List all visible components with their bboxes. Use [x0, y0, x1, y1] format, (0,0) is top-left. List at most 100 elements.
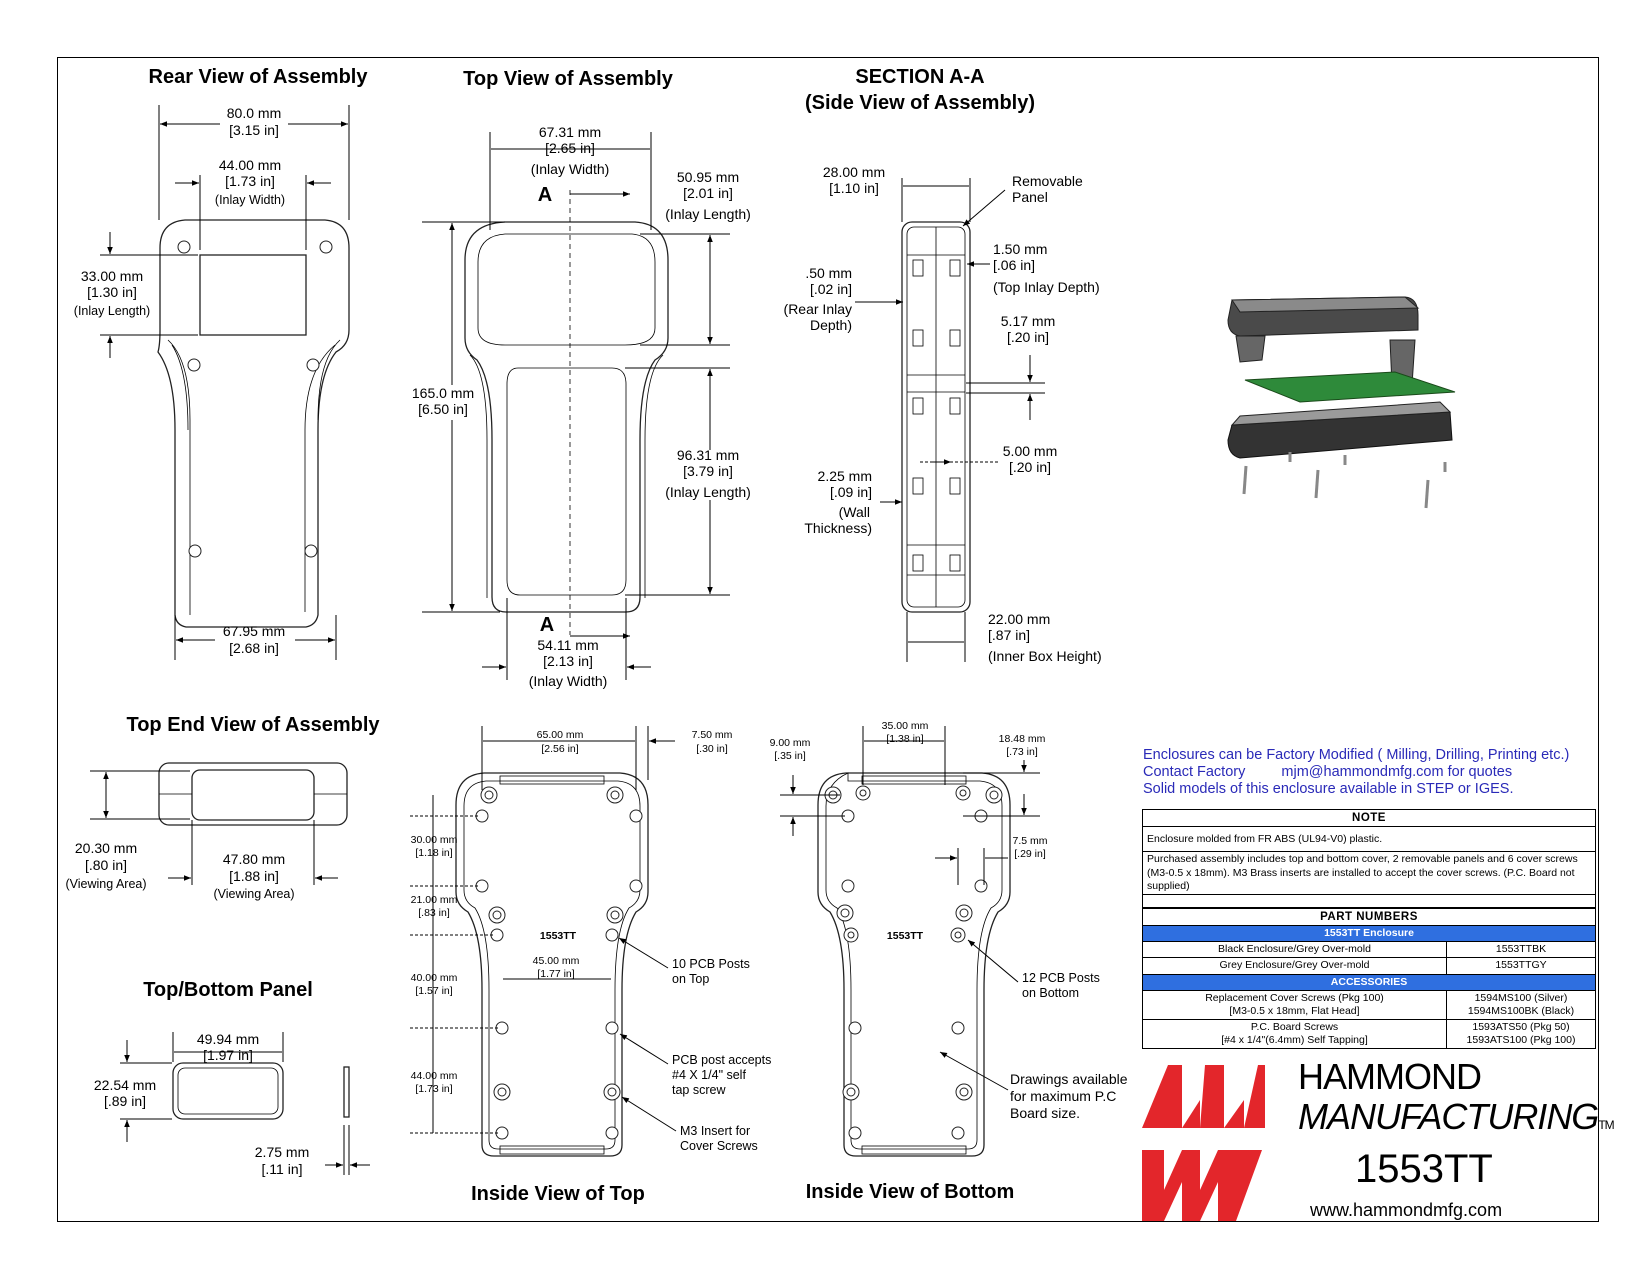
svg-text:[2.56 in]: [2.56 in]: [541, 743, 578, 755]
svg-text:(Inlay Width): (Inlay Width): [531, 161, 610, 177]
svg-text:[1.97 in]: [1.97 in]: [203, 1047, 253, 1063]
svg-text:[.09 in]: [.09 in]: [830, 484, 872, 500]
svg-text:[.29 in]: [.29 in]: [1014, 848, 1046, 860]
svg-text:(Inlay Width): (Inlay Width): [215, 193, 285, 207]
contact-email-link[interactable]: mjm@hammondmfg.com for quotes: [1281, 764, 1513, 780]
svg-text:[.20 in]: [.20 in]: [1009, 459, 1051, 475]
svg-text:18.48 mm: 18.48 mm: [999, 733, 1046, 745]
top-view: A A 67.31 mm [2.65 in] (Inlay Width) 165…: [412, 124, 751, 689]
svg-text:9.00 mm: 9.00 mm: [770, 737, 811, 749]
svg-text:Depth): Depth): [810, 317, 852, 333]
svg-text:[1.57 in]: [1.57 in]: [415, 985, 452, 997]
info-contact: Contact Factory mjm@hammondmfg.com for q…: [1143, 764, 1512, 780]
title-inside-top: Inside View of Top: [471, 1183, 645, 1205]
svg-text:[2.01 in]: [2.01 in]: [683, 185, 733, 201]
svg-text:[.35 in]: [.35 in]: [774, 750, 806, 762]
svg-text:[2.65 in]: [2.65 in]: [545, 140, 595, 156]
svg-text:[.83 in]: [.83 in]: [418, 907, 450, 919]
title-top-view: Top View of Assembly: [463, 68, 674, 90]
svg-text:[.11 in]: [.11 in]: [262, 1161, 303, 1177]
hammond-logo: [1142, 1065, 1265, 1221]
title-inside-bottom: Inside View of Bottom: [806, 1181, 1015, 1203]
svg-text:28.00 mm: 28.00 mm: [823, 164, 885, 180]
svg-text:33.00 mm: 33.00 mm: [81, 268, 143, 284]
svg-text:[1.73 in]: [1.73 in]: [225, 173, 275, 189]
svg-text:7.5 mm: 7.5 mm: [1012, 835, 1047, 847]
website-link[interactable]: www.hammondmfg.com: [1310, 1200, 1503, 1220]
svg-text:21.00 mm: 21.00 mm: [411, 894, 458, 906]
title-top-end-view: Top End View of Assembly: [126, 714, 380, 736]
svg-text:(Wall: (Wall: [839, 504, 870, 520]
svg-text:on Top: on Top: [672, 972, 709, 986]
svg-text:67.31 mm: 67.31 mm: [539, 124, 601, 140]
svg-text:[2.68 in]: [2.68 in]: [229, 640, 279, 656]
note-table: NOTE Enclosure molded from FR ABS (UL94-…: [1142, 808, 1596, 908]
svg-text:44.00 mm: 44.00 mm: [411, 1070, 458, 1082]
panel-view: 49.94 mm [1.97 in] 22.54 mm [.89 in] 2.7…: [94, 1031, 370, 1177]
title-panel: Top/Bottom Panel: [143, 979, 313, 1001]
svg-text:#4 X 1/4" self: #4 X 1/4" self: [672, 1068, 746, 1082]
model-number: 1553TT: [1355, 1147, 1493, 1191]
svg-text:[3.79 in]: [3.79 in]: [683, 463, 733, 479]
svg-text:(Viewing Area): (Viewing Area): [65, 877, 146, 891]
parts-table: PART NUMBERS 1553TT Enclosure Black Encl…: [1142, 907, 1596, 1050]
svg-text:44.00 mm: 44.00 mm: [219, 157, 281, 173]
title-rear-view: Rear View of Assembly: [149, 66, 369, 88]
svg-text:1553TT: 1553TT: [887, 930, 924, 942]
svg-text:(Inlay Width): (Inlay Width): [529, 673, 608, 689]
inside-top-view: 1553TT 65.00 mm [2.56 in] 7.50 mm [.30 i…: [410, 726, 771, 1157]
svg-text:[.30 in]: [.30 in]: [696, 743, 728, 755]
table-row: Grey Enclosure/Grey Over-mold 1553TTGY: [1142, 957, 1596, 975]
note-header: NOTE: [1142, 808, 1596, 828]
svg-text:[.89 in]: [.89 in]: [104, 1093, 146, 1109]
svg-text:[3.15 in]: [3.15 in]: [229, 122, 279, 138]
svg-text:Thickness): Thickness): [804, 520, 872, 536]
svg-text:(Inlay Length): (Inlay Length): [665, 206, 751, 222]
svg-text:30.00 mm: 30.00 mm: [411, 834, 458, 846]
top-end-view: 20.30 mm [.80 in] (Viewing Area) 47.80 m…: [65, 762, 348, 901]
svg-text:Cover Screws: Cover Screws: [680, 1139, 758, 1153]
svg-text:Drawings available: Drawings available: [1010, 1071, 1128, 1087]
svg-text:PCB post accepts: PCB post accepts: [672, 1053, 771, 1067]
svg-text:.50 mm: .50 mm: [805, 265, 852, 281]
svg-text:49.94 mm: 49.94 mm: [197, 1031, 259, 1047]
svg-text:45.00 mm: 45.00 mm: [533, 955, 580, 967]
svg-text:Panel: Panel: [1012, 189, 1048, 205]
svg-text:Removable: Removable: [1012, 173, 1083, 189]
parts-header: PART NUMBERS: [1142, 907, 1596, 927]
section-view: 28.00 mm [1.10 in] Removable Panel 1.50 …: [784, 164, 1102, 664]
svg-text:[.87 in]: [.87 in]: [988, 627, 1030, 643]
svg-text:[.06 in]: [.06 in]: [993, 257, 1035, 273]
info-models: Solid models of this enclosure available…: [1143, 781, 1514, 797]
svg-text:[.80 in]: [.80 in]: [85, 857, 127, 873]
svg-text:(Rear Inlay: (Rear Inlay: [784, 301, 852, 317]
svg-text:54.11 mm: 54.11 mm: [537, 637, 598, 653]
note-row-contents: Purchased assembly includes top and bott…: [1142, 851, 1596, 895]
svg-text:2.75 mm: 2.75 mm: [255, 1144, 309, 1160]
svg-text:(Inlay Length): (Inlay Length): [74, 304, 150, 318]
table-row: P.C. Board Screws[#4 x 1/4"(6.4mm) Self …: [1142, 1018, 1596, 1050]
svg-text:2.25 mm: 2.25 mm: [818, 468, 872, 484]
svg-text:1553TT: 1553TT: [540, 930, 577, 942]
svg-text:65.00 mm: 65.00 mm: [537, 729, 584, 741]
svg-text:7.50 mm: 7.50 mm: [692, 729, 733, 741]
svg-text:(Inlay Length): (Inlay Length): [665, 484, 751, 500]
svg-text:20.30 mm: 20.30 mm: [75, 840, 137, 856]
subtitle-section: (Side View of Assembly): [805, 92, 1035, 114]
svg-text:1.50 mm: 1.50 mm: [993, 241, 1047, 257]
exploded-assembly-illustration: [1227, 296, 1456, 509]
svg-text:5.00 mm: 5.00 mm: [1003, 443, 1057, 459]
svg-text:on Bottom: on Bottom: [1022, 986, 1079, 1000]
svg-text:(Viewing Area): (Viewing Area): [213, 887, 294, 901]
svg-text:Board size.: Board size.: [1010, 1105, 1080, 1121]
svg-text:[1.77 in]: [1.77 in]: [537, 968, 574, 980]
svg-text:[.73 in]: [.73 in]: [1006, 746, 1038, 758]
rear-view: 80.0 mm [3.15 in] 44.00 mm [1.73 in] (In…: [74, 105, 350, 660]
svg-text:96.31 mm: 96.31 mm: [677, 447, 739, 463]
svg-text:[.20 in]: [.20 in]: [1007, 329, 1049, 345]
svg-text:[1.18 in]: [1.18 in]: [415, 847, 452, 859]
accessories-band: ACCESSORIES: [1142, 973, 1596, 991]
svg-text:M3 Insert for: M3 Insert for: [680, 1124, 750, 1138]
svg-text:[6.50 in]: [6.50 in]: [418, 401, 468, 417]
company-name: HAMMOND MANUFACTURINGTM: [1298, 1056, 1615, 1137]
